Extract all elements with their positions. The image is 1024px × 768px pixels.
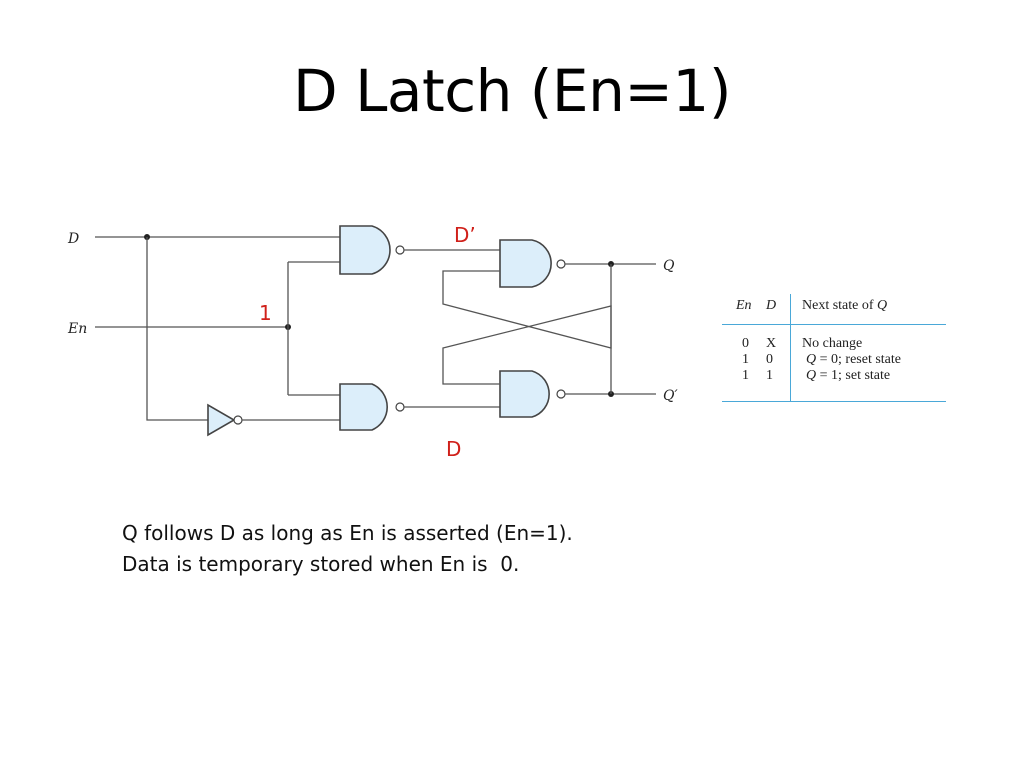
table-cell-next-state-text: = 0; reset state	[816, 352, 901, 367]
nand-gate-2-bubble	[395, 402, 405, 412]
table-rule-top	[722, 324, 946, 325]
slide-title: D Latch (En=1)	[293, 57, 731, 125]
wire-feedback-qnot	[442, 305, 612, 394]
table-cell-q: Q	[806, 352, 817, 367]
table-cell-next-state: Q = 1; set state	[806, 368, 890, 384]
nand-gate-4-bubble	[556, 389, 566, 399]
header-next-state: Next state of Q	[802, 298, 887, 314]
table-cell-d: 1	[766, 368, 773, 383]
truth-table: En D Next state of Q 0 X No change 1 0 Q…	[722, 294, 946, 402]
inverter-bubble	[233, 415, 243, 425]
nand-gate-1	[339, 225, 391, 275]
caption: Q follows D as long as En is asserted (E…	[122, 518, 822, 580]
nand-gate-3-bubble	[556, 259, 566, 269]
input-label-en: En	[67, 321, 87, 337]
nand-gate-3	[499, 239, 552, 288]
table-cell-en: 1	[742, 368, 749, 383]
table-cell-next-state: No change	[802, 336, 862, 352]
table-cell-en: 1	[742, 352, 749, 367]
table-cell-next-state-text: No change	[802, 336, 863, 351]
header-next-state-q: Q	[877, 298, 888, 313]
header-next-state-text: Next state of	[802, 298, 874, 313]
table-rule-bottom	[722, 401, 946, 402]
inverter-gate	[207, 403, 236, 437]
annotation-d: D	[446, 437, 461, 461]
nand-gate-4	[499, 370, 550, 418]
output-label-q: Q	[663, 258, 675, 274]
wire-d-to-inverter	[146, 237, 208, 421]
annotation-d-prime: D’	[454, 223, 476, 247]
output-label-q-not: Q′	[663, 388, 678, 404]
nand-gate-2	[339, 383, 388, 431]
nand-gate-1-bubble	[395, 245, 405, 255]
table-cell-d: X	[766, 336, 777, 351]
input-label-d: D	[67, 231, 79, 247]
caption-line-2: Data is temporary stored when En is 0.	[122, 552, 520, 576]
table-cell-q: Q	[806, 368, 817, 383]
header-d: D	[766, 298, 777, 313]
annotation-one: 1	[259, 301, 272, 325]
table-cell-next-state: Q = 0; reset state	[806, 352, 901, 368]
table-cell-next-state-text: = 1; set state	[816, 368, 891, 383]
table-cell-d: 0	[766, 352, 773, 367]
table-cell-en: 0	[742, 336, 749, 351]
wire-en-to-gates	[287, 261, 340, 396]
header-en: En	[736, 298, 752, 313]
caption-line-1: Q follows D as long as En is asserted (E…	[122, 521, 573, 545]
table-column-divider	[790, 294, 791, 402]
